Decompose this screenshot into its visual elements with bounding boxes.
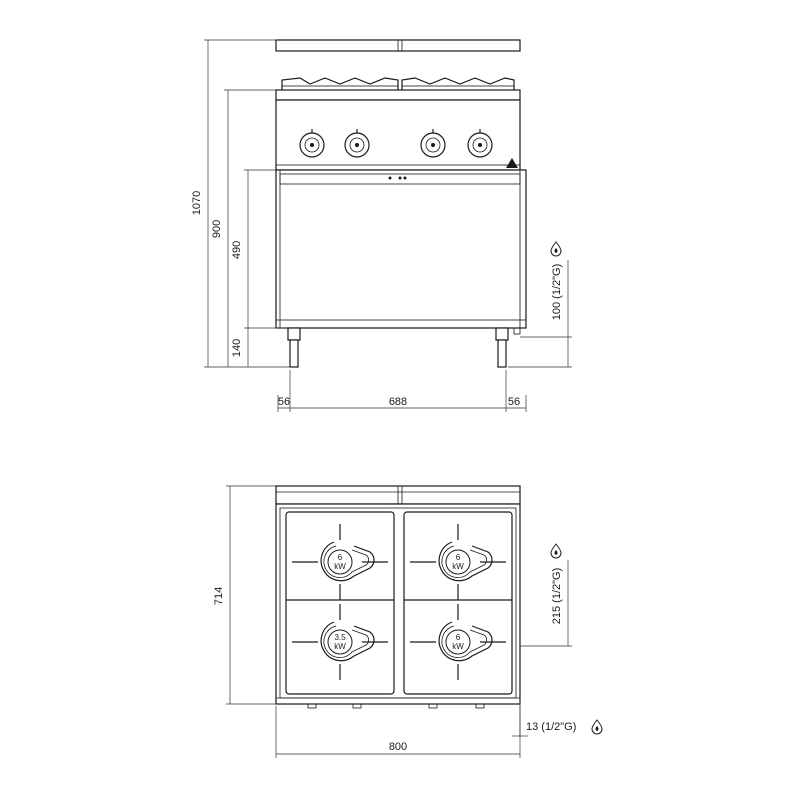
dim-leg-height: 140 [231,339,243,357]
gas-drop-icon [591,719,603,735]
burner-4: 6kW [410,604,506,680]
gas-drop-icon [550,543,562,559]
burner-unit: kW [452,562,464,571]
knob-1 [299,129,325,158]
burner-power: 6 [456,553,461,562]
worktop [275,89,521,101]
burner-power: 6 [338,553,343,562]
gas-drop-icon [550,241,562,257]
dim-inner-width: 688 [389,396,407,408]
dim-left-offset: 56 [278,396,290,408]
hob-top [275,503,521,705]
dim-gas-inlet-height: 100 (1/2"G) [551,264,563,321]
burner-power: 3.5 [334,633,346,642]
knob-2 [344,129,370,158]
dim-worktop-height: 900 [211,220,223,238]
burner-power: 6 [456,633,461,642]
knob-4 [467,129,493,158]
pan-support-left [285,511,395,695]
burner-1: 6kW [292,524,388,600]
front-dimensions [204,39,572,412]
knob-3 [420,129,446,158]
burner-unit: kW [334,642,346,651]
pan-support-right [403,511,513,695]
burner-3: 3.5kW [292,604,388,680]
burner-unit: kW [452,642,464,651]
dim-total-height: 1070 [191,191,203,215]
open-cabinet [275,169,527,329]
dim-cabinet-height: 490 [231,241,243,259]
warning-icon [506,158,518,168]
legs [287,327,509,368]
pan-supports-front [281,77,515,92]
dim-gas-inlet-rear: 13 (1/2"G) [526,721,576,733]
control-panel [275,99,521,171]
dim-depth: 714 [213,587,225,605]
burner-2: 6kW [410,524,506,600]
front-view: 1070 900 490 140 100 (1/2"G) 56 688 56 [191,39,572,412]
top-dimensions [226,485,572,758]
dim-right-offset: 56 [508,396,520,408]
dim-gas-inlet-side: 215 (1/2"G) [551,568,563,625]
dim-width: 800 [389,741,407,753]
burner-unit: kW [334,562,346,571]
